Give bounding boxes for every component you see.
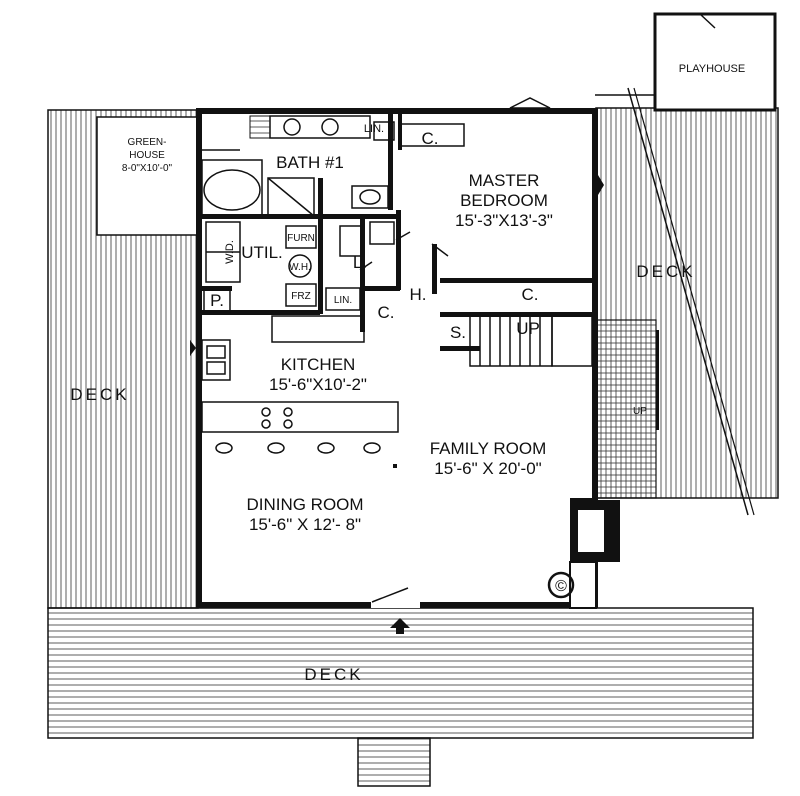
label-l: L. xyxy=(353,253,367,272)
marker-dot xyxy=(393,464,397,468)
furnace xyxy=(285,225,317,249)
copyright-icon xyxy=(547,571,575,599)
label-pantry: P. xyxy=(210,291,224,310)
label-family: FAMILY ROOM xyxy=(430,439,547,458)
deck-rail-line xyxy=(627,87,749,516)
label-deck-right: DECK xyxy=(636,262,695,281)
entry-arrow-icon xyxy=(396,628,404,634)
deck-rail-line xyxy=(633,87,755,516)
label-util: UTIL. xyxy=(241,243,283,262)
label-deck-left: DECK xyxy=(70,385,129,404)
label-kitchen-dim: 15'-6"X10'-2" xyxy=(269,375,367,394)
bar-stools xyxy=(215,442,381,454)
label-s: S. xyxy=(450,323,466,342)
label-greenhouse-dim: 8-0"X10'-0" xyxy=(122,163,173,174)
entry-steps xyxy=(357,737,431,787)
deck-right-area xyxy=(595,107,779,499)
label-frz: FRZ xyxy=(291,291,310,302)
greenhouse xyxy=(96,116,198,236)
label-copyright: © xyxy=(555,578,567,595)
label-master-2: BEDROOM xyxy=(460,191,548,210)
freezer xyxy=(285,283,317,307)
label-playhouse: PLAYHOUSE xyxy=(679,63,745,75)
label-wh: W.H. xyxy=(289,262,311,273)
playhouse xyxy=(595,12,777,112)
stairs xyxy=(469,315,593,367)
linen-closet xyxy=(325,287,361,311)
label-lin-util: LIN. xyxy=(334,295,352,306)
entry-arrow-icon xyxy=(390,618,410,628)
pantry xyxy=(203,289,231,313)
label-deck-bottom: DECK xyxy=(304,665,363,684)
label-up-stair: UP xyxy=(516,319,540,338)
label-furn: FURN xyxy=(287,233,315,244)
label-dining: DINING ROOM xyxy=(246,495,363,514)
label-kitchen: KITCHEN xyxy=(281,355,356,374)
label-family-dim: 15'-6" X 20'-0" xyxy=(434,459,541,478)
label-c-hall: C. xyxy=(378,303,395,322)
label-master-dim: 15'-3"X13'-3" xyxy=(455,211,553,230)
toilet xyxy=(339,225,363,257)
label-h: H. xyxy=(410,285,427,304)
sink xyxy=(369,221,395,245)
label-greenhouse-2: HOUSE xyxy=(129,150,165,161)
label-master-1: MASTER xyxy=(469,171,540,190)
closet-top xyxy=(398,114,465,150)
washer-dryer xyxy=(205,221,241,283)
vent-marker xyxy=(509,97,551,109)
label-bath: BATH #1 xyxy=(276,153,344,172)
kitchen-counters xyxy=(201,315,399,433)
fireplace xyxy=(569,500,620,609)
label-washer-dryer: W.D. xyxy=(224,240,236,264)
label-dining-dim: 15'-6" X 12'- 8" xyxy=(249,515,361,534)
label-up-deck: UP xyxy=(633,406,647,417)
door-swings xyxy=(359,231,449,603)
label-greenhouse-1: GREEN- xyxy=(128,137,167,148)
label-lin-top: LIN. xyxy=(364,123,384,135)
window-marker xyxy=(598,175,604,195)
water-heater xyxy=(288,254,312,278)
label-c-stair: C. xyxy=(522,285,539,304)
label-closet-top: C. xyxy=(422,129,439,148)
window-marker xyxy=(190,340,196,356)
